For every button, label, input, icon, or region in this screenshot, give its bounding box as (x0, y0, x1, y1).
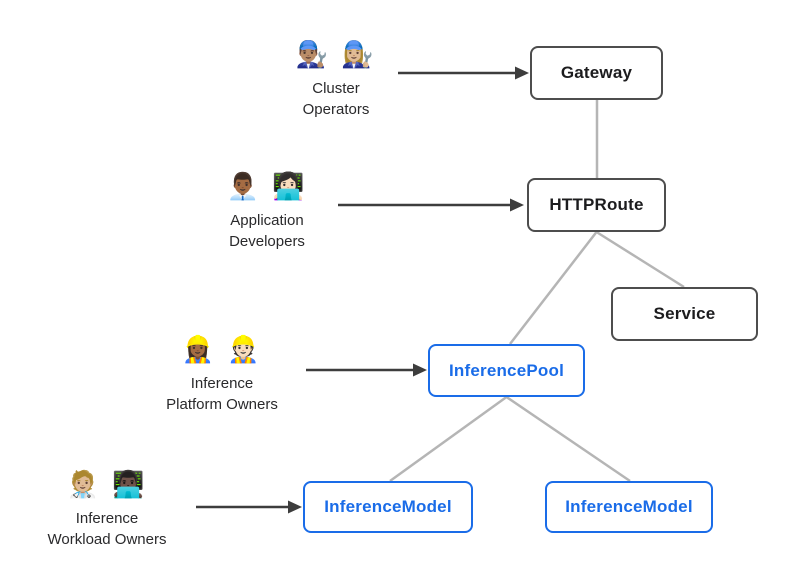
edge-inferencepool-inferencemodel-right (505, 395, 631, 483)
actor-cluster-operators: 👨🏽‍🔧 👩🏼‍🔧 Cluster Operators (246, 38, 426, 120)
actor-inference-workload-owners: 🧑🏼‍⚕️ 👨🏿‍💻 Inference Workload Owners (17, 468, 197, 550)
actor-application-developers: 👨🏾‍💼 👩🏻‍💻 Application Developers (177, 170, 357, 252)
edge-httproute-inferencepool (509, 231, 598, 345)
actor-inference-platform-owners: 👷🏾‍♀️ 👷🏻 Inference Platform Owners (132, 333, 312, 415)
node-inferencepool[interactable]: InferencePool (428, 344, 585, 397)
node-inferencemodel-left[interactable]: InferenceModel (303, 481, 473, 533)
node-inferencemodel-right-label: InferenceModel (565, 497, 693, 516)
inference-platform-owners-emoji: 👷🏾‍♀️ 👷🏻 (181, 334, 263, 364)
inference-workload-owners-label: Inference Workload Owners (47, 510, 167, 548)
cluster-operators-label: Cluster Operators (302, 80, 370, 118)
node-gateway-label: Gateway (560, 63, 633, 82)
arrow-cluster-operators-to-gateway (398, 66, 529, 80)
node-gateway[interactable]: Gateway (530, 46, 663, 100)
node-httproute-label: HTTPRoute (549, 195, 644, 214)
node-inferencemodel-left-label: InferenceModel (324, 497, 452, 516)
node-httproute[interactable]: HTTPRoute (527, 178, 666, 232)
node-service-label: Service (653, 304, 716, 323)
edge-inferencepool-inferencemodel-left (389, 395, 508, 483)
arrow-platform-owners-to-inferencepool (306, 363, 427, 377)
node-service[interactable]: Service (611, 287, 758, 341)
arrow-application-developers-to-httproute (338, 198, 524, 212)
inference-workload-owners-emoji: 🧑🏼‍⚕️ 👨🏿‍💻 (66, 469, 148, 499)
node-inferencemodel-right[interactable]: InferenceModel (545, 481, 713, 533)
arrow-workload-owners-to-inferencemodel (196, 500, 302, 514)
edge-httproute-service (595, 230, 685, 289)
inference-platform-owners-label: Inference Platform Owners (166, 375, 278, 413)
application-developers-emoji: 👨🏾‍💼 👩🏻‍💻 (226, 171, 308, 201)
application-developers-label: Application Developers (229, 212, 305, 250)
cluster-operators-emoji: 👨🏽‍🔧 👩🏼‍🔧 (295, 39, 377, 69)
node-inferencepool-label: InferencePool (448, 360, 565, 380)
